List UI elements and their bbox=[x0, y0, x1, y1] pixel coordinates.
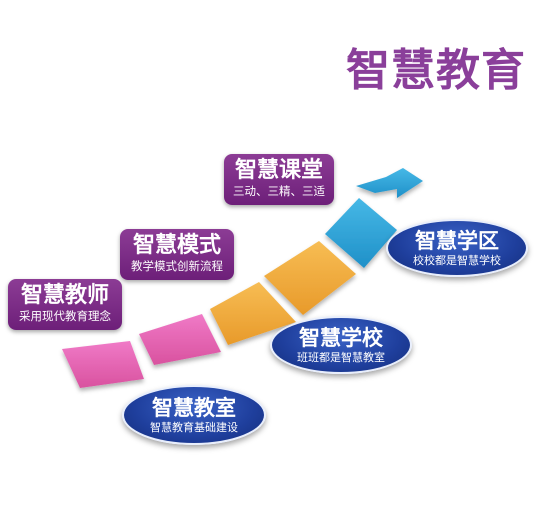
oval-sub: 班班都是智慧教室 bbox=[297, 350, 385, 364]
oval-sub: 校校都是智慧学校 bbox=[413, 253, 501, 267]
orange-segment-1 bbox=[210, 282, 296, 345]
oval-smart-district: 智慧学区 校校都是智慧学校 bbox=[386, 219, 528, 277]
step-tag-teacher: 智慧教师 采用现代教育理念 bbox=[8, 279, 122, 330]
oval-label: 智慧学校 bbox=[299, 325, 383, 350]
step-sub: 教学模式创新流程 bbox=[131, 259, 223, 273]
step-tag-classroom: 智慧课堂 三动、三精、三适 bbox=[224, 154, 334, 205]
step-sub: 采用现代教育理念 bbox=[19, 309, 111, 323]
arrow-head bbox=[356, 168, 423, 198]
step-sub: 三动、三精、三适 bbox=[233, 184, 325, 198]
step-tag-mode: 智慧模式 教学模式创新流程 bbox=[120, 229, 234, 280]
step-label: 智慧教师 bbox=[20, 283, 109, 308]
oval-label: 智慧学区 bbox=[415, 228, 499, 253]
pink-segment-2 bbox=[139, 314, 221, 365]
step-label: 智慧模式 bbox=[132, 233, 221, 258]
blue-segment-1 bbox=[325, 198, 397, 268]
oval-smart-room: 智慧教室 智慧教育基础建设 bbox=[122, 385, 266, 445]
oval-smart-school: 智慧学校 班班都是智慧教室 bbox=[270, 316, 412, 374]
page-title: 智慧教育 bbox=[346, 45, 526, 96]
pink-segment-1 bbox=[62, 341, 144, 388]
orange-segment-2 bbox=[264, 241, 356, 315]
oval-sub: 智慧教育基础建设 bbox=[150, 420, 238, 434]
oval-label: 智慧教室 bbox=[152, 395, 236, 420]
step-label: 智慧课堂 bbox=[234, 158, 323, 183]
